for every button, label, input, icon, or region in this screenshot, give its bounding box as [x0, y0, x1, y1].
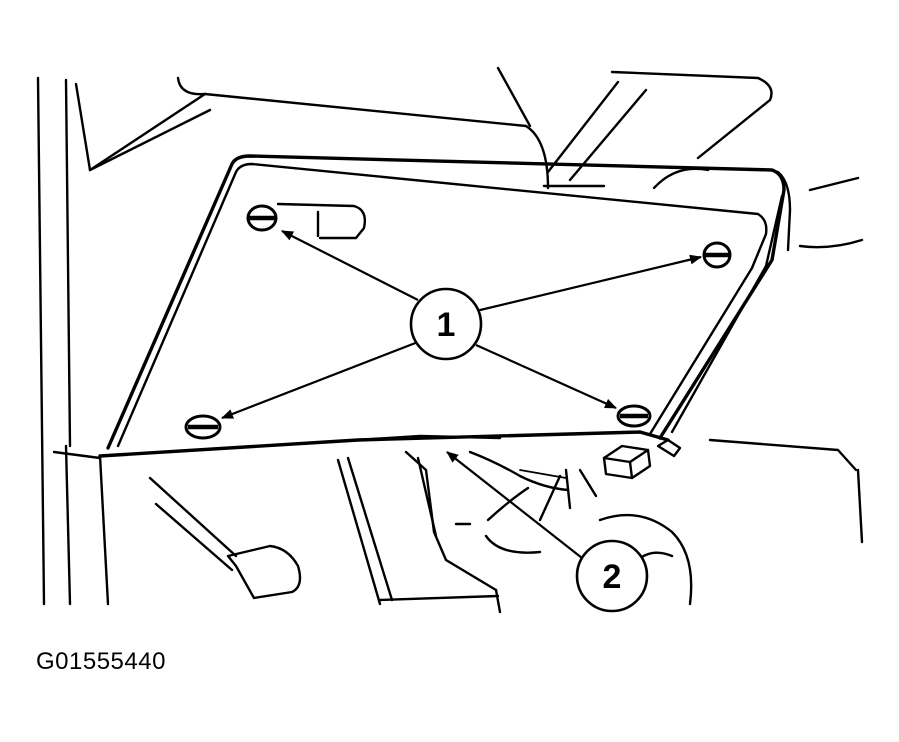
callout-1-label: 1: [437, 306, 456, 344]
screw-upper-right: [702, 241, 732, 269]
a-pillar: [36, 76, 110, 606]
leader-arrow: [475, 254, 702, 313]
leader-arrow: [475, 343, 617, 410]
callout-2-leader: [446, 451, 583, 559]
glove-box-panel: [98, 154, 786, 458]
screw-lower-right: [616, 404, 652, 428]
handle-recess: [276, 202, 367, 240]
screw-upper-left: [246, 204, 278, 232]
callout-2-label: 2: [603, 558, 622, 596]
callout-1-leaders: [221, 230, 702, 420]
callout-2: 2: [575, 539, 649, 613]
leader-arrow: [221, 340, 419, 420]
leader-arrow: [446, 451, 583, 559]
figure-id: G01555440: [36, 648, 166, 675]
callout-1: 1: [409, 287, 483, 361]
connector-block: [602, 438, 682, 480]
leader-arrow: [281, 230, 419, 301]
lower-dash: [148, 438, 864, 614]
screw-lower-left: [184, 414, 222, 440]
